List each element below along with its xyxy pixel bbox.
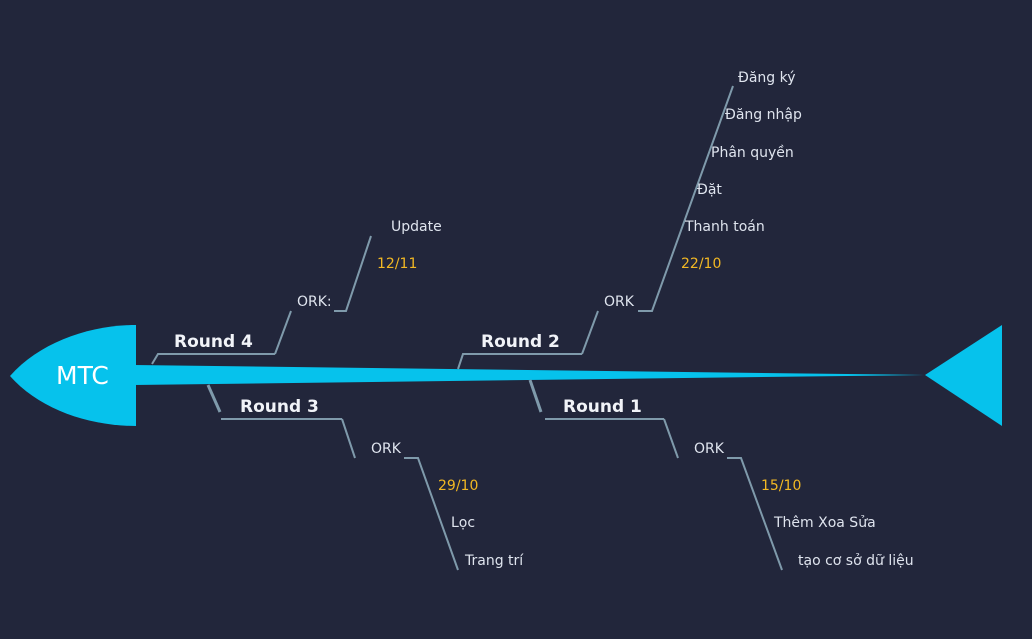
spine [134,365,925,385]
round-3-ork-label: ORK [371,441,401,457]
round-4-connector [151,353,275,365]
round-2-connector [457,353,582,370]
round-2-item-phan-quyen: Phân quyền [711,145,794,161]
round-3-bone [341,418,356,459]
round-3-label: Round 3 [240,397,319,417]
round-4-label: Round 4 [174,332,253,352]
round-1-label: Round 1 [563,397,642,417]
fish-tail [925,325,1002,426]
round-4-date: 12/11 [377,256,418,272]
fish-head-shape[interactable] [10,325,136,426]
round-2-item-dang-ky: Đăng ký [738,70,796,86]
head-label: MTC [56,361,109,390]
round-1-ork-line [727,457,783,571]
round-3-item-loc: Lọc [451,515,476,531]
round-1-item-them-xoa-sua: Thêm Xoa Sửa [774,515,876,531]
round-4-bone [274,310,292,355]
round-2-label: Round 2 [481,332,560,352]
round-1-branch [528,379,783,571]
round-2-ork-label: ORK [604,294,634,310]
round-4-ork-label: ORK: [297,294,332,310]
round-4-ork-line [334,235,372,312]
round-3-branch [206,384,459,571]
round-2-item-dat: Đặt [697,182,722,198]
round-1-ork-label: ORK [694,441,724,457]
round-3-date: 29/10 [438,478,479,494]
round-1-item-tao-csdl: tạo cơ sở dữ liệu [798,553,914,569]
round-3-item-trang-tri: Trang trí [465,553,524,569]
round-2-bone [581,310,599,355]
round-2-item-dang-nhap: Đăng nhập [725,107,802,123]
round-1-date: 15/10 [761,478,802,494]
round-1-stub [528,379,543,413]
round-2-branch [457,85,734,370]
round-1-bone [663,418,679,459]
round-3-stub [206,384,222,413]
round-4-item-update: Update [391,219,442,235]
round-4-branch [151,235,372,365]
round-2-date: 22/10 [681,256,722,272]
round-2-ork-line [638,85,734,312]
round-2-item-thanh-toan: Thanh toán [685,219,765,235]
round-3-ork-line [404,457,459,571]
